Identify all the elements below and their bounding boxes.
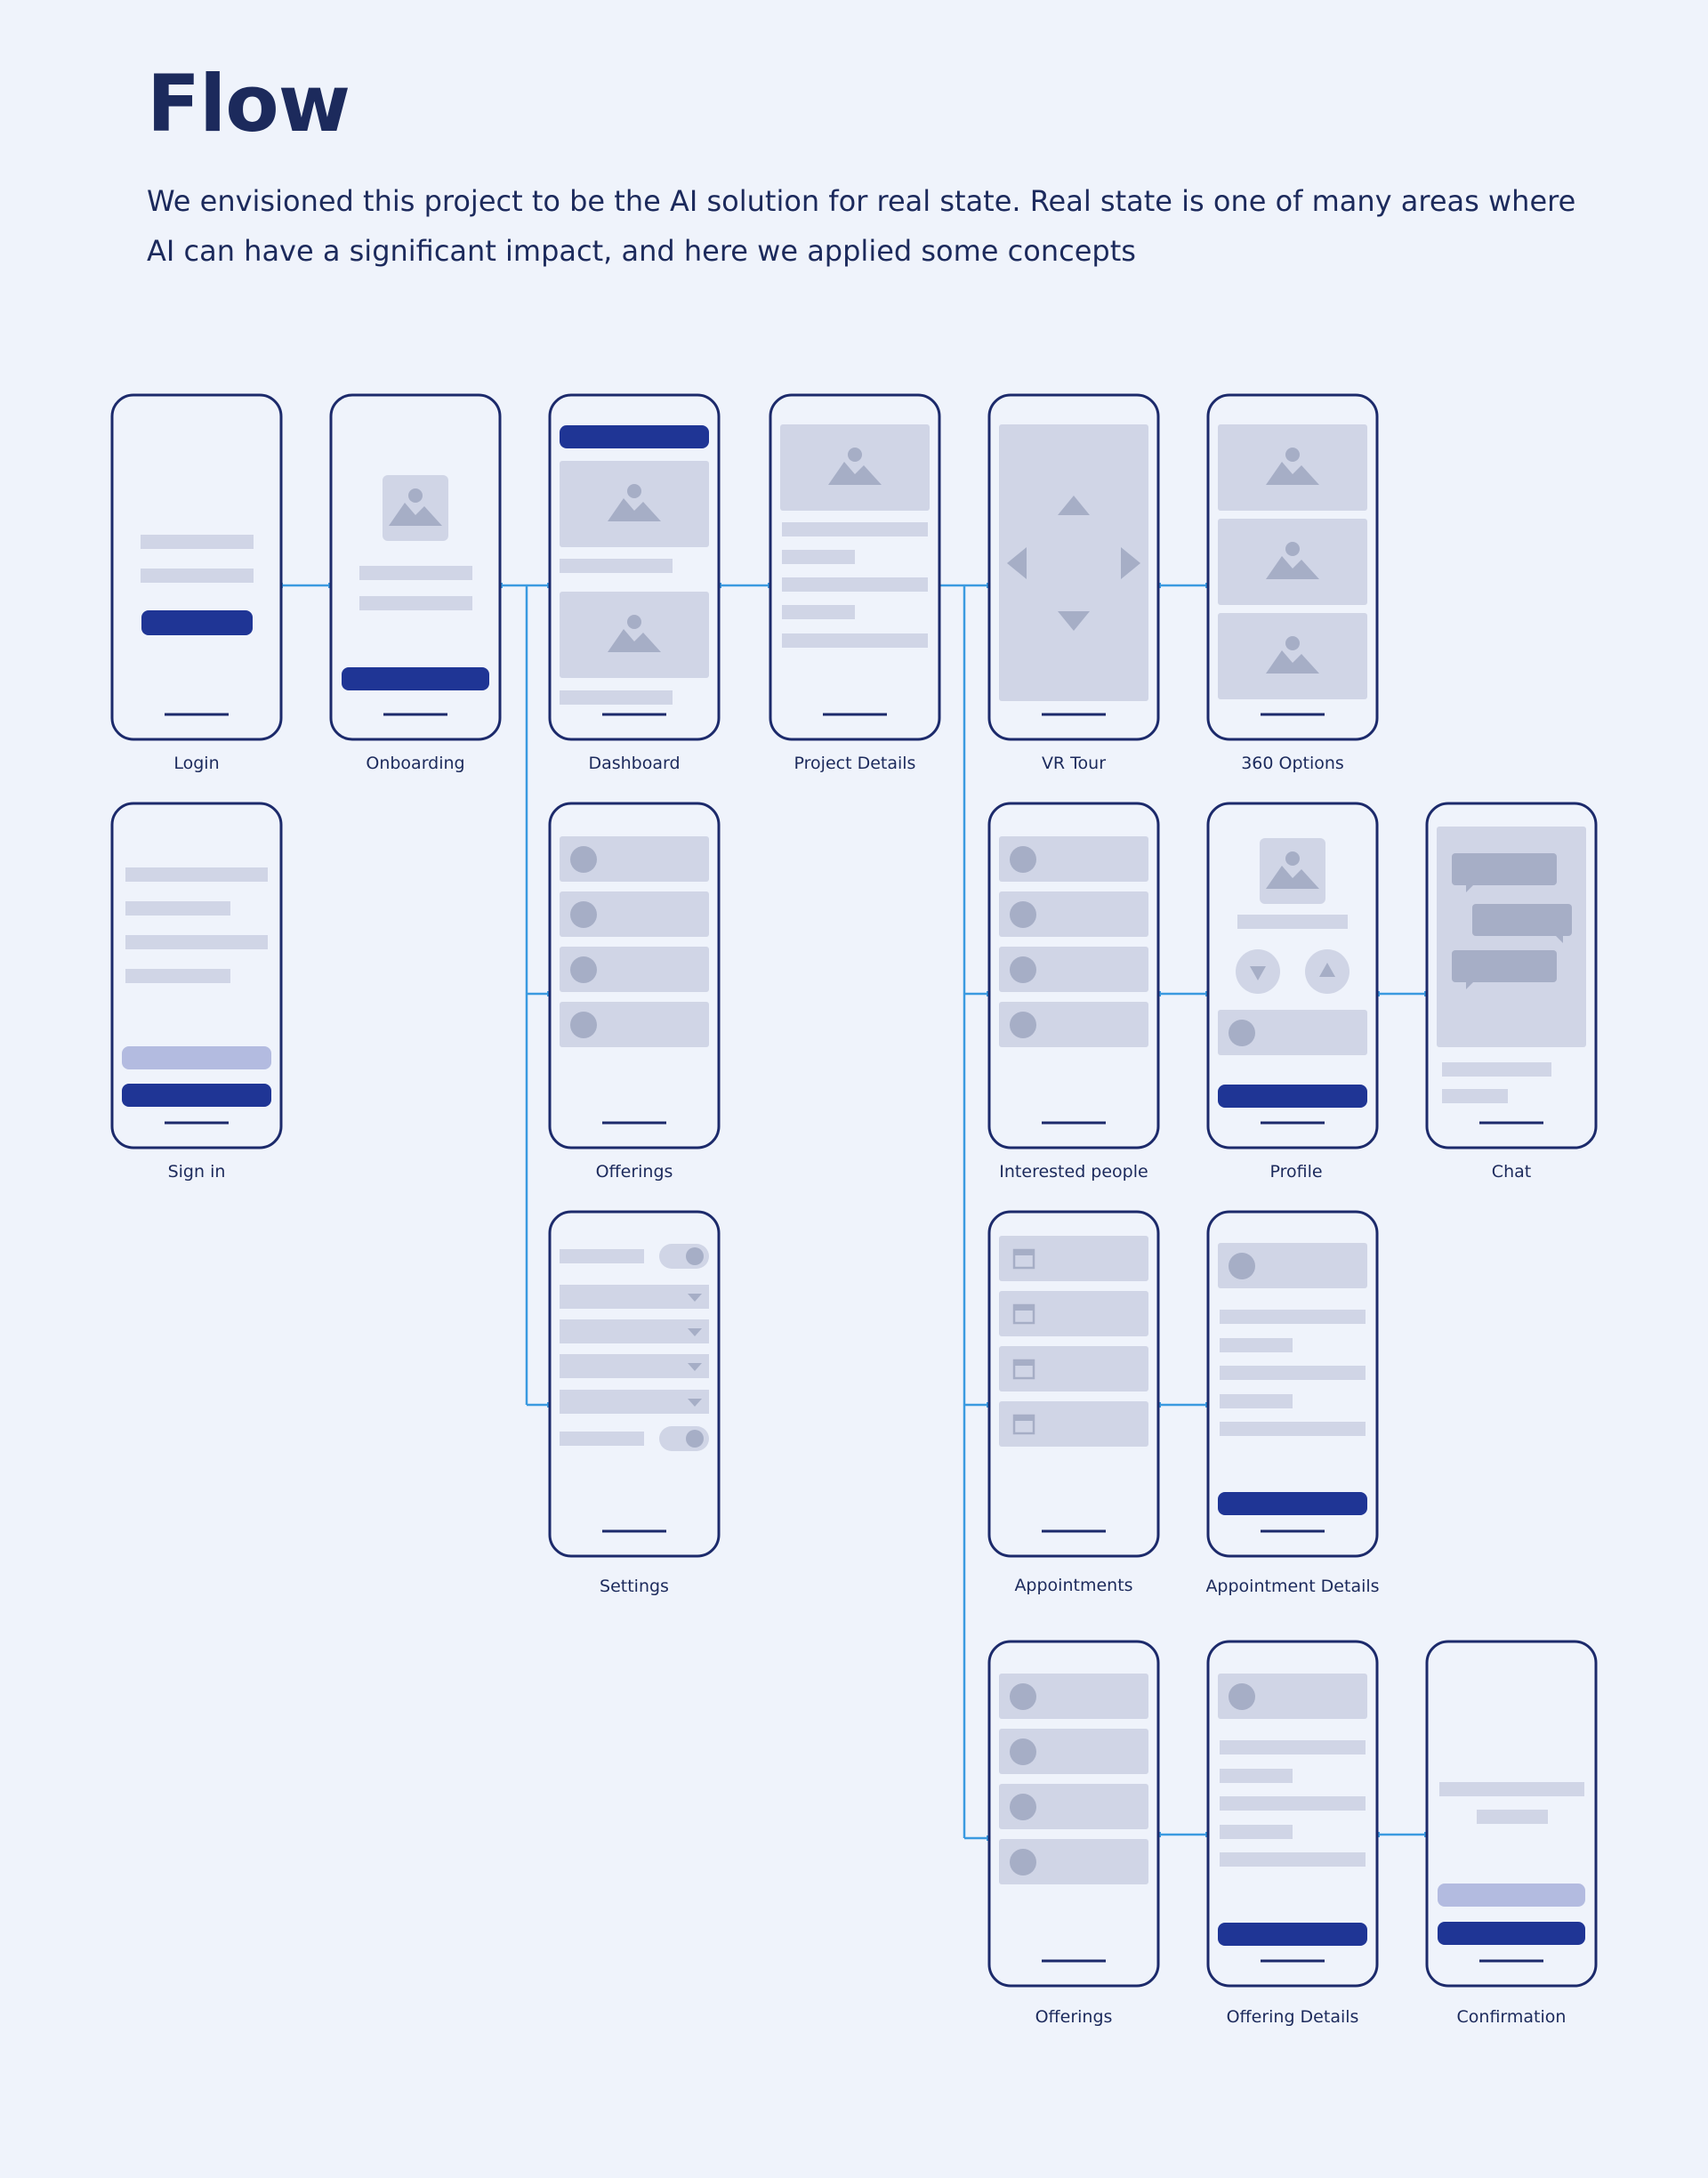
- screen-login: [110, 393, 283, 741]
- label-offerings: Offerings: [595, 1162, 673, 1182]
- screen-appointment-details: [1206, 1210, 1379, 1558]
- label-confirmation: Confirmation: [1456, 2007, 1567, 2027]
- label-interested-people: Interested people: [999, 1162, 1148, 1182]
- page-description: We envisioned this project to be the AI …: [147, 184, 1576, 268]
- label-appointment-details: Appointment Details: [1205, 1577, 1380, 1596]
- label-appointments: Appointments: [1014, 1576, 1133, 1595]
- screen-offering-details: [1206, 1640, 1379, 1988]
- screen-offerings: [548, 802, 721, 1150]
- screen-sign-in: [110, 802, 283, 1150]
- screen-dashboard: [548, 393, 721, 741]
- screen-360-options: [1206, 393, 1379, 741]
- label-settings: Settings: [600, 1577, 669, 1596]
- screen-onboarding: [329, 393, 502, 741]
- label-vr-tour: VR Tour: [1041, 754, 1107, 773]
- label-offerings-2: Offerings: [1035, 2007, 1113, 2027]
- label-offering-details: Offering Details: [1226, 2007, 1359, 2027]
- label-dashboard: Dashboard: [588, 754, 681, 773]
- screen-project-details: [769, 393, 941, 741]
- screen-settings: [548, 1210, 721, 1558]
- label-sign-in: Sign in: [167, 1162, 226, 1182]
- label-chat: Chat: [1491, 1162, 1532, 1182]
- label-project-details: Project Details: [794, 754, 916, 773]
- connectors: [281, 584, 1427, 1840]
- screen-chat: [1425, 802, 1598, 1150]
- screen-confirmation: [1425, 1640, 1598, 1988]
- screen-profile: [1206, 802, 1379, 1150]
- screen-interested-people: [987, 802, 1160, 1150]
- page-title: Flow: [147, 58, 350, 149]
- screen-offerings-2: [987, 1640, 1160, 1988]
- label-onboarding: Onboarding: [366, 754, 465, 773]
- label-profile: Profile: [1269, 1162, 1323, 1182]
- label-360-options: 360 Options: [1241, 754, 1344, 773]
- label-login: Login: [173, 754, 220, 773]
- screen-appointments: [987, 1210, 1160, 1558]
- screen-vr-tour: [987, 393, 1160, 741]
